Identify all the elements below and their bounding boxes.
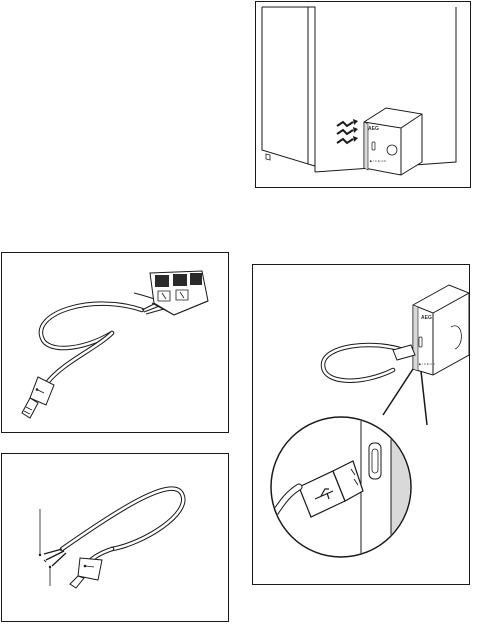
module-logo: AEG bbox=[368, 126, 379, 132]
cable-loop bbox=[41, 304, 142, 348]
usb-terminal-drawing bbox=[2, 253, 229, 433]
wireless-module: AEG ▶ / C E U D bbox=[364, 108, 422, 175]
usb-plug bbox=[22, 377, 54, 418]
module-label: ▶ / C E U D bbox=[370, 159, 387, 163]
illustration-usb-cable-with-terminal-block bbox=[1, 252, 229, 433]
fridge-side-panel bbox=[308, 7, 315, 172]
power-button-icon bbox=[387, 145, 397, 155]
usb-connection-drawing: AEG ▶ / C E U D bbox=[253, 265, 470, 585]
terminal-block bbox=[150, 271, 208, 315]
signal-arrow-icon bbox=[337, 122, 353, 143]
fridge-door-edge bbox=[262, 7, 308, 164]
fridge-module-drawing: AEG ▶ / C E U D bbox=[256, 2, 471, 188]
illustration-usb-connected-to-module: AEG ▶ / C E U D bbox=[252, 264, 470, 585]
usb-port-icon bbox=[372, 142, 375, 150]
fridge-foot bbox=[266, 154, 270, 160]
usb-port-icon bbox=[419, 337, 422, 347]
illustration-fridge-module-placement: AEG ▶ / C E U D bbox=[255, 1, 471, 188]
wireless-module: AEG ▶ / C E U D bbox=[413, 285, 469, 375]
module-label: ▶ / C E U D bbox=[419, 362, 436, 366]
usb-bare-wires-drawing bbox=[2, 454, 229, 622]
usb-plug bbox=[70, 558, 102, 588]
module-logo: AEG bbox=[421, 315, 432, 321]
illustration-usb-cable-with-bare-wires bbox=[1, 453, 229, 622]
